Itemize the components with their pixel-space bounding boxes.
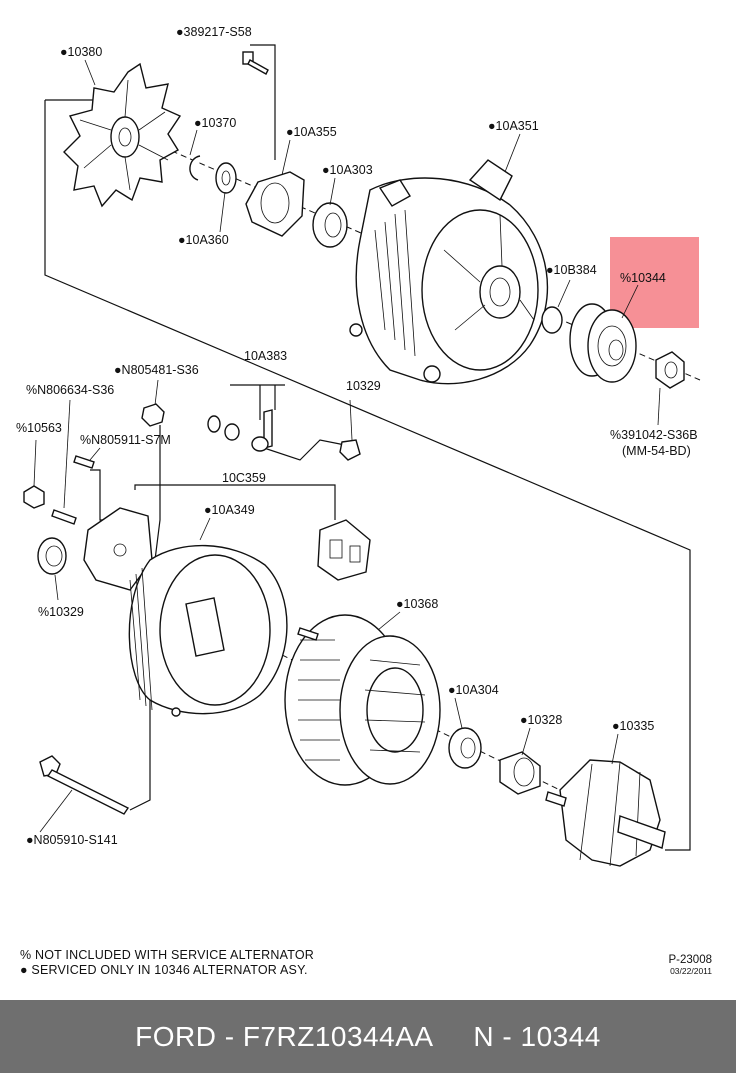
pulley-nut (655, 351, 685, 389)
front-housing (349, 159, 549, 385)
label-10328: ●10328 (520, 713, 562, 727)
drawing-code: P-23008 (668, 954, 712, 966)
note-not-included: % NOT INCLUDED WITH SERVICE ALTERNATOR (20, 948, 314, 962)
rectifier-assembly (83, 507, 371, 591)
slip-ring (499, 751, 541, 795)
front-bearing (312, 202, 348, 248)
drawing-date: 03/22/2011 (670, 966, 712, 976)
label-10370: ●10370 (194, 116, 236, 130)
label-10a304: ●10A304 (448, 683, 499, 697)
label-10c359: 10C359 (222, 471, 266, 485)
label-389217: ●389217-S58 (176, 25, 252, 39)
through-bolt (39, 755, 130, 815)
rotor-part (545, 759, 666, 867)
label-391042-spec: (MM-54-BD) (622, 444, 691, 458)
snap-ring (189, 155, 201, 181)
fan-part (63, 62, 182, 208)
retainer-plate (245, 171, 305, 237)
label-10344: %10344 (620, 271, 666, 285)
stator-part (284, 614, 441, 786)
callout-labels: ●389217-S58 ●10380 ●10370 ●10A355 ●10A35… (16, 25, 698, 847)
note-serviced-only: ● SERVICED ONLY IN 10346 ALTERNATOR ASY. (20, 963, 308, 977)
label-10b384: ●10B384 (546, 263, 597, 277)
label-10380: ●10380 (60, 45, 102, 59)
drawing-reference: P-23008 03/22/2011 (669, 954, 712, 976)
label-10a360: ●10A360 (178, 233, 229, 247)
pulley-part (569, 303, 637, 383)
label-10a355: ●10A355 (286, 125, 337, 139)
label-n805910: ●N805910-S141 (26, 833, 118, 847)
caption-bar: FORD - F7RZ10344AA N - 10344 (0, 1000, 736, 1073)
screw-part (242, 51, 269, 75)
label-n805911: %N805911-S7M (80, 433, 171, 447)
label-10368: ●10368 (396, 597, 438, 611)
legend-notes: % NOT INCLUDED WITH SERVICE ALTERNATOR ●… (20, 948, 314, 978)
label-10a349: ●10A349 (204, 503, 255, 517)
leader-lines (33, 59, 661, 833)
exploded-alternator-diagram: ●389217-S58 ●10380 ●10370 ●10A355 ●10A35… (16, 25, 701, 867)
label-391042: %391042-S36B (610, 428, 698, 442)
label-10a303: ●10A303 (322, 163, 373, 177)
spacer-10b384 (541, 306, 563, 334)
label-10a351: ●10A351 (488, 119, 539, 133)
label-10329-top: 10329 (346, 379, 381, 393)
rear-bearing (448, 727, 482, 769)
label-10329-left: %10329 (38, 605, 84, 619)
label-n806634: %N806634-S36 (26, 383, 114, 397)
label-n805481: ●N805481-S36 (114, 363, 199, 377)
label-10a383: 10A383 (244, 349, 287, 363)
rear-hardware (23, 455, 95, 575)
spacer-part (215, 162, 237, 194)
part-caption: FORD - F7RZ10344AA N - 10344 (135, 1020, 601, 1052)
label-10335: ●10335 (612, 719, 654, 733)
label-10563: %10563 (16, 421, 62, 435)
terminal-hardware (141, 403, 361, 461)
rear-housing (128, 544, 288, 717)
